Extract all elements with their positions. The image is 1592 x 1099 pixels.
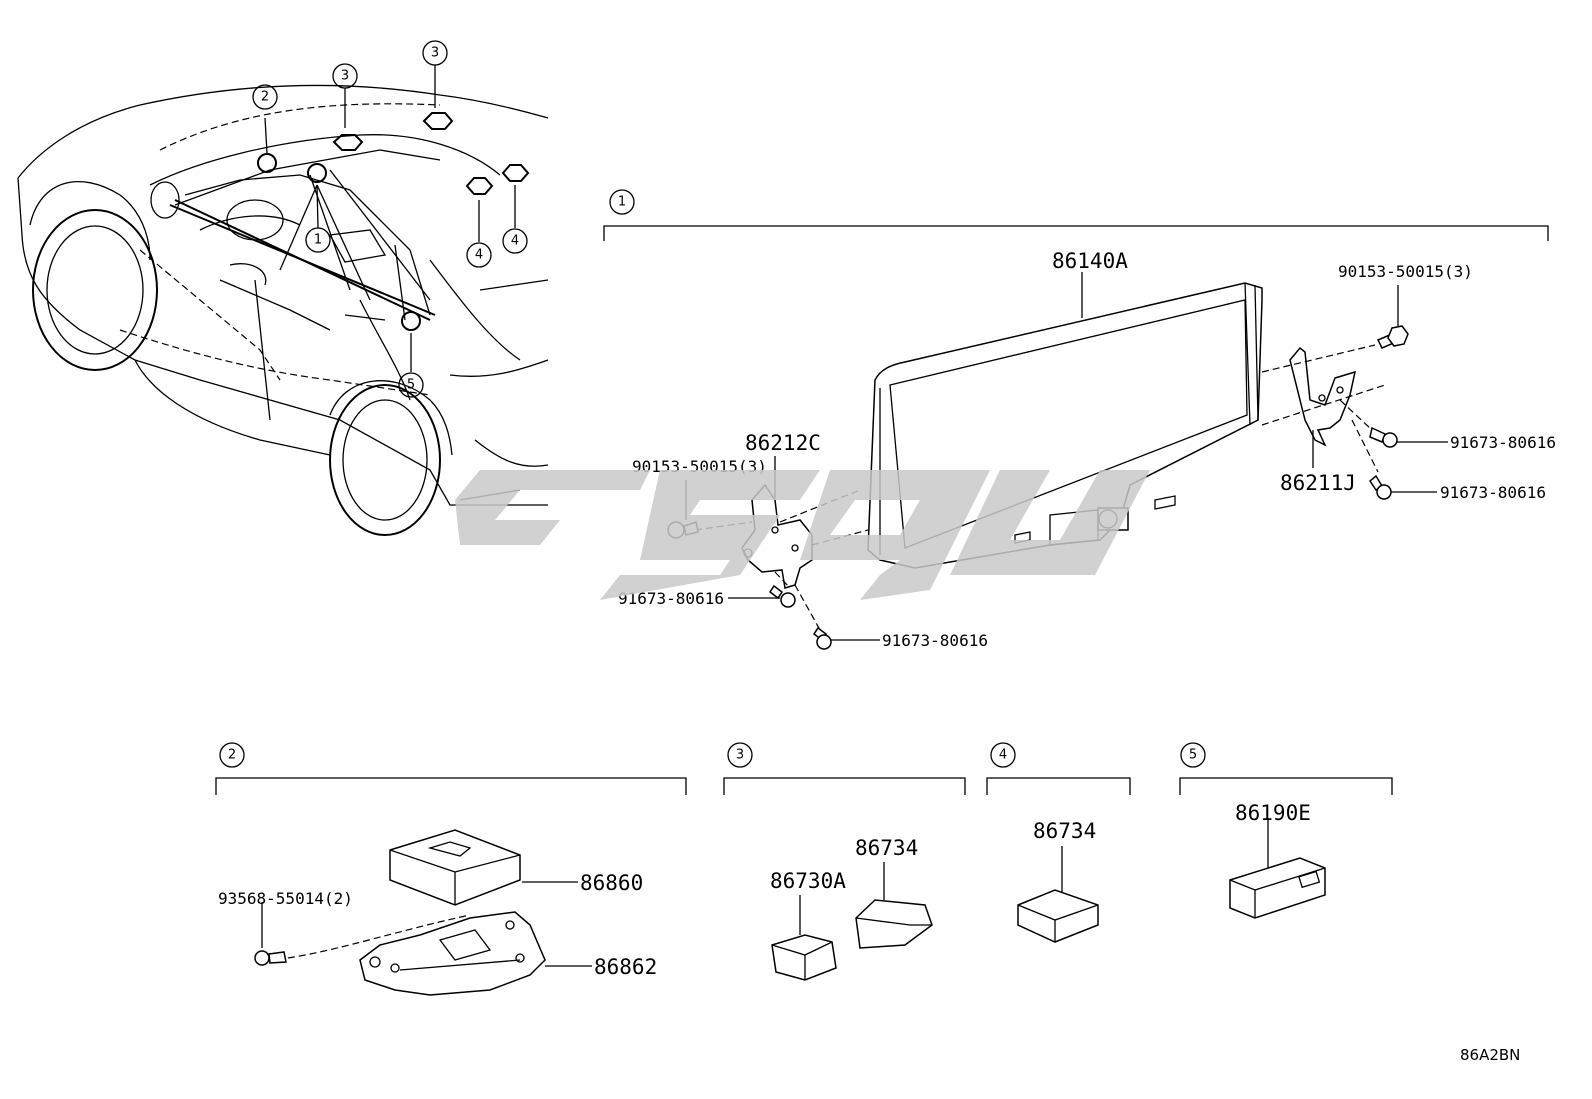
group-3-sensors: 3 86730A 86734 xyxy=(723,742,966,981)
marker-group-4a xyxy=(465,177,494,195)
group-1-bracket xyxy=(603,225,1549,241)
group-5-bracket xyxy=(1179,777,1393,795)
group-3-callout-num: 3 xyxy=(736,748,744,763)
ecu-bracket xyxy=(359,911,546,996)
callout-4a-car-num: 4 xyxy=(475,248,483,263)
label-90153-right: 90153-50015(3) xyxy=(1338,262,1473,281)
group-2-ecu: 2 86860 86862 93568-55014(2) xyxy=(215,742,687,996)
label-86140A: 86140A xyxy=(1052,249,1128,273)
callout-5-car xyxy=(398,372,424,398)
marker-group-5 xyxy=(401,311,421,331)
callout-3a-car-num: 3 xyxy=(341,69,349,84)
part-86734-b xyxy=(1017,889,1099,943)
group-2-callout xyxy=(219,742,245,768)
group-4-callout-num: 4 xyxy=(999,748,1007,763)
label-86862: 86862 xyxy=(594,955,657,979)
callout-2-car-num: 2 xyxy=(261,90,269,105)
callout-1-car-num: 1 xyxy=(314,233,322,248)
screw-91673-left-1 xyxy=(768,584,796,608)
group-5-callout-num: 5 xyxy=(1189,748,1197,763)
screw-91673-left-2 xyxy=(812,626,832,650)
part-86190E xyxy=(1229,857,1326,919)
group-4-callout xyxy=(990,742,1016,768)
group-2-bracket xyxy=(215,777,687,795)
marker-group-1 xyxy=(307,163,327,183)
label-91673-left-1: 91673-80616 xyxy=(618,589,724,608)
vehicle-illustration: 2 3 3 1 4 4 5 xyxy=(17,40,549,536)
callout-2-car xyxy=(252,84,278,110)
group-4: 4 86734 xyxy=(986,742,1131,943)
label-86190E: 86190E xyxy=(1235,801,1311,825)
part-86730A xyxy=(771,934,837,981)
right-bracket xyxy=(1289,346,1357,447)
label-86734-a: 86734 xyxy=(855,836,918,860)
label-86734-b: 86734 xyxy=(1033,819,1096,843)
group-2-callout-num: 2 xyxy=(228,748,236,763)
group-3-callout xyxy=(727,742,753,768)
group-1-display: 1 86140A 86211J 90153-50015(3) xyxy=(603,189,1556,650)
label-86730A: 86730A xyxy=(770,869,846,893)
callout-3a-car xyxy=(332,63,358,89)
label-86212C: 86212C xyxy=(745,431,821,455)
callout-4a-car xyxy=(466,242,492,268)
group-1-callout-num: 1 xyxy=(618,195,626,210)
group-5-callout xyxy=(1180,742,1206,768)
label-91673-left-2: 91673-80616 xyxy=(882,631,988,650)
marker-group-3a xyxy=(332,134,364,151)
screw-91673-right-2 xyxy=(1369,474,1392,500)
marker-group-3b xyxy=(422,112,454,130)
ecu-module xyxy=(389,829,521,906)
callout-3b-car-num: 3 xyxy=(431,46,439,61)
group-1-callout xyxy=(609,189,635,215)
label-91673-right-2: 91673-80616 xyxy=(1440,483,1546,502)
marker-group-2 xyxy=(257,153,277,173)
screw-93568 xyxy=(254,950,287,966)
screw-90153-right xyxy=(1376,325,1409,349)
callout-4b-car-num: 4 xyxy=(511,234,519,249)
group-3-bracket xyxy=(723,777,966,795)
label-93568: 93568-55014(2) xyxy=(218,889,353,908)
group-5: 5 86190E xyxy=(1179,742,1393,919)
label-91673-right-1: 91673-80616 xyxy=(1450,433,1556,452)
label-86211J: 86211J xyxy=(1280,471,1356,495)
label-86860: 86860 xyxy=(580,871,643,895)
marker-group-4b xyxy=(501,164,530,182)
watermark-logo xyxy=(455,470,1150,600)
callout-5-car-num: 5 xyxy=(407,378,415,393)
screw-91673-right-1 xyxy=(1369,426,1398,448)
callout-1-car xyxy=(305,227,331,253)
diagram-code: 86A2BN xyxy=(1460,1046,1520,1064)
group-4-bracket xyxy=(986,777,1131,795)
callout-4b-car xyxy=(502,228,528,254)
part-86734-a xyxy=(855,899,933,949)
callout-3b-car xyxy=(422,40,448,66)
